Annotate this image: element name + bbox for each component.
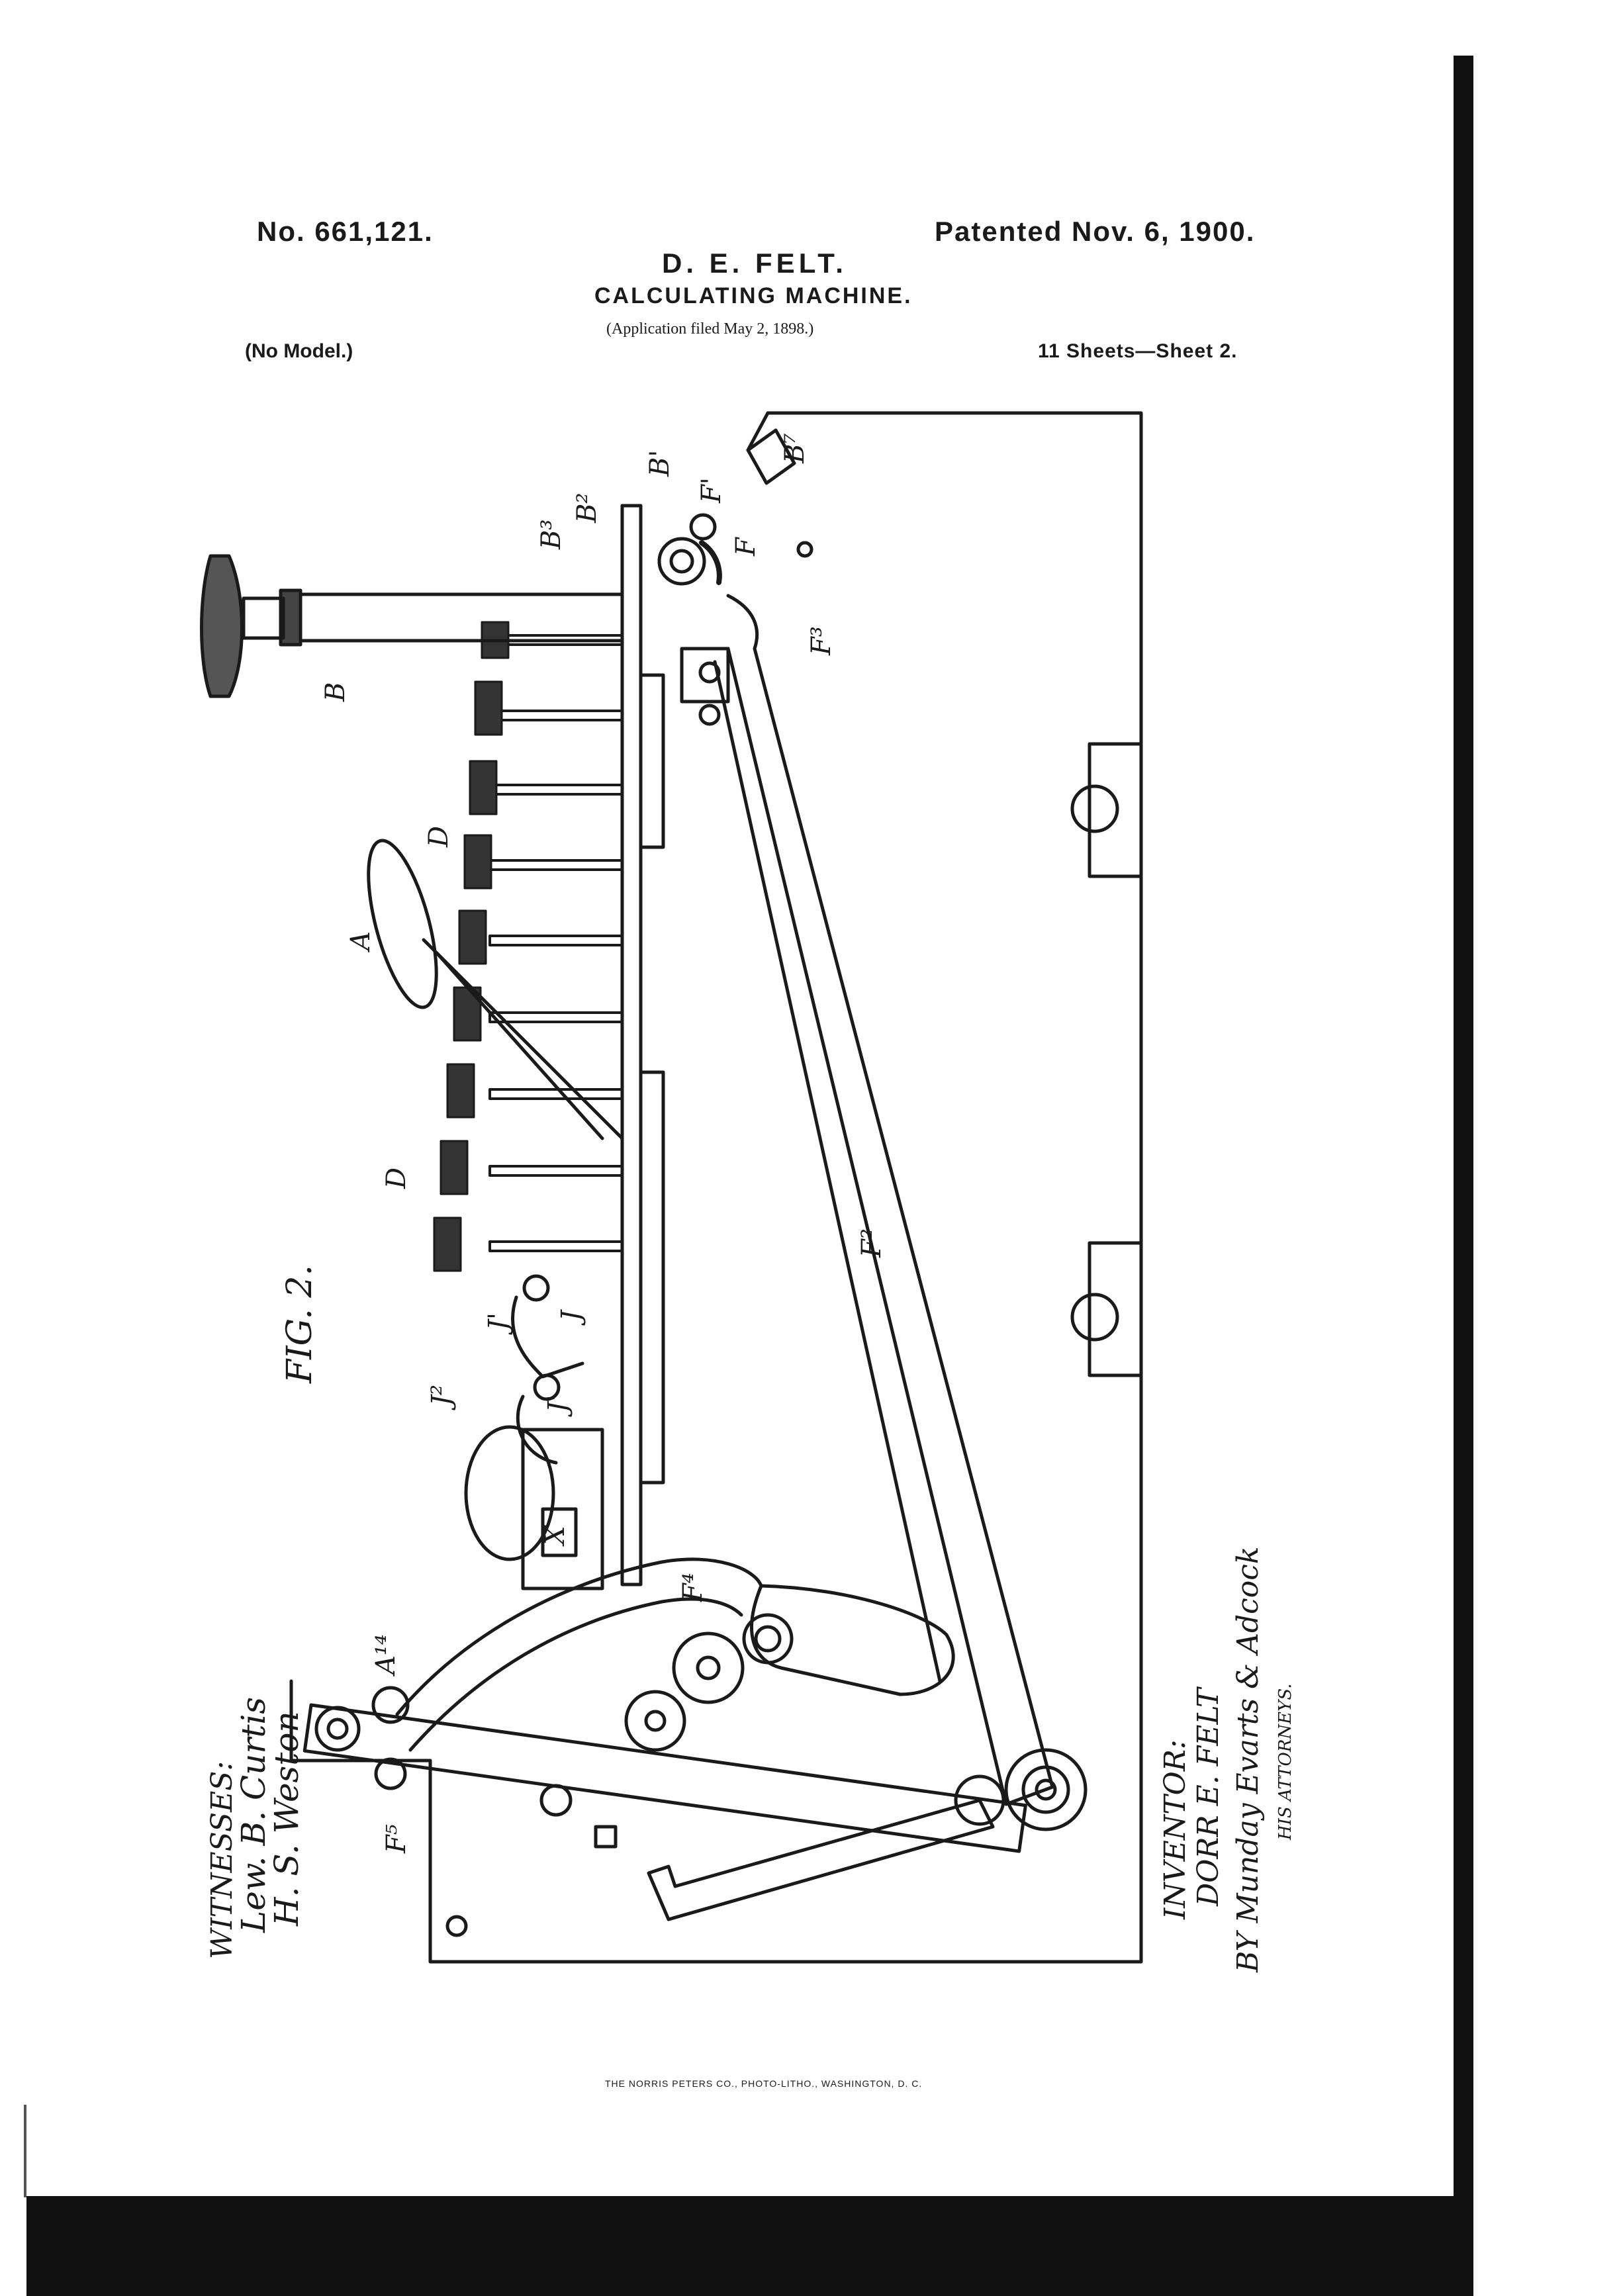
label-d-lower: D <box>381 1168 412 1189</box>
register-j-pivot <box>522 1274 550 1302</box>
label-a: A <box>346 931 376 953</box>
frame-boss-upper <box>1088 742 1143 878</box>
label-f4: F⁴ <box>678 1573 708 1602</box>
witnesses-block: WITNESSES: Lew. B. Curtis H. S. Weston <box>205 1697 306 1959</box>
register-pawl-2 <box>516 1395 558 1465</box>
printer-credit: THE NORRIS PETERS CO., PHOTO-LITHO., WAS… <box>605 2078 923 2089</box>
crank-lever <box>750 1584 955 1696</box>
key-plate-rib-1 <box>639 673 665 849</box>
gear-small <box>624 1690 686 1752</box>
label-x: X <box>540 1525 571 1547</box>
label-f1: F' <box>696 477 727 504</box>
lever-f-hub <box>657 537 706 586</box>
label-f: F <box>731 537 761 557</box>
label-j: J <box>556 1309 586 1326</box>
gear-large-hub <box>696 1655 721 1680</box>
model-note: (No Model.) <box>245 340 353 362</box>
base-frame <box>289 411 1143 1964</box>
main-pivot-mid <box>1021 1765 1070 1814</box>
crank-pivot <box>742 1613 794 1665</box>
handle-stub <box>594 1825 618 1849</box>
register-pawl <box>511 1295 584 1379</box>
frame-screw <box>445 1915 468 1937</box>
key-plate <box>620 504 643 1586</box>
screw-lower <box>698 704 721 726</box>
link-pivot-left <box>314 1706 361 1752</box>
operating-plate-a <box>367 839 438 1009</box>
lever-f1-pin <box>689 513 717 541</box>
bracket-b7-hole <box>796 541 813 558</box>
plate-link-b <box>435 951 604 1140</box>
gear-small-hub <box>644 1710 667 1732</box>
inventor-block: INVENTOR: DORR E. FELT BY Munday Evarts … <box>1158 1546 1295 1973</box>
label-b1: B' <box>645 450 675 477</box>
inventor-label: INVENTOR: <box>1158 1739 1192 1920</box>
figure-label: FIG. 2. <box>280 1265 320 1384</box>
invention-title: CALCULATING MACHINE. <box>594 283 913 308</box>
clear-knob <box>200 554 244 698</box>
link-pivot-a14 <box>371 1686 410 1724</box>
label-b7: B⁷ <box>780 434 810 464</box>
label-b3: B³ <box>536 520 567 550</box>
register-drum <box>521 1428 604 1590</box>
label-a14: A¹⁴ <box>371 1634 401 1677</box>
link-pivot-left-inner <box>326 1718 349 1740</box>
patent-number: No. 661,121. <box>257 216 434 247</box>
witness-1: Lew. B. Curtis <box>234 1697 273 1933</box>
lever-f3-block <box>680 647 730 704</box>
clear-column <box>296 592 624 643</box>
long-lever-f2-inner <box>713 660 942 1683</box>
witness-2: H. S. Weston <box>267 1711 306 1927</box>
handle-boss <box>539 1784 573 1817</box>
handle-bar <box>647 1798 995 1921</box>
operating-arm-f4 <box>408 1597 743 1752</box>
link-pivot-right <box>954 1774 1005 1826</box>
clear-knob-stem <box>242 596 285 640</box>
main-pivot-inner <box>1035 1778 1057 1801</box>
label-j1: J' <box>483 1312 514 1335</box>
register-dome <box>464 1425 555 1561</box>
inventor-name: D. E. FELT. <box>662 248 847 279</box>
main-pivot <box>1004 1748 1088 1831</box>
operating-link <box>302 1703 1027 1853</box>
application-date: (Application filed May 2, 1898.) <box>606 320 814 338</box>
key-stems <box>488 634 624 1252</box>
patent-date: Patented Nov. 6, 1900. <box>935 216 1256 247</box>
inventor-signature: DORR E. FELT <box>1191 1686 1225 1907</box>
label-j2: J² <box>426 1385 457 1410</box>
part-labels: B B³ B² B' B⁷ F' F F³ F² F⁴ F⁵ D D A A¹⁴… <box>280 434 887 1854</box>
label-b2: B² <box>572 493 602 524</box>
bracket-b7 <box>746 428 796 485</box>
label-d-upper: D <box>424 826 454 848</box>
attorney-signature: BY Munday Evarts & Adcock <box>1231 1546 1265 1973</box>
crank-pivot-inner <box>754 1625 782 1653</box>
scan-border-right <box>1454 56 1473 2296</box>
label-f3: F³ <box>806 626 837 656</box>
frame-boss-lower <box>1088 1241 1143 1377</box>
label-f2: F² <box>857 1228 887 1258</box>
attorneys-label: HIS ATTORNEYS. <box>1275 1684 1295 1841</box>
gear-large <box>672 1631 745 1704</box>
label-f5: F⁵ <box>381 1824 412 1854</box>
label-j3: J' <box>543 1395 573 1417</box>
label-b: B <box>320 682 351 702</box>
frame-boss-lower-hole <box>1070 1293 1119 1342</box>
scan-artifact-left <box>24 2105 26 2197</box>
base-frame-top-edge <box>746 411 770 452</box>
link-pivot-f5 <box>374 1757 407 1790</box>
operating-arm-f4-outer <box>395 1557 763 1716</box>
register-window <box>541 1507 578 1557</box>
lever-f-hub-inner <box>669 549 694 574</box>
scan-border-bottom <box>26 2196 1473 2296</box>
witnesses-label: WITNESSES: <box>205 1761 239 1959</box>
key-caps <box>433 621 510 1272</box>
frame-boss-upper-hole <box>1070 784 1119 833</box>
key-plate-rib-2 <box>639 1070 665 1485</box>
lever-f-arc <box>699 540 722 585</box>
sheet-number: 11 Sheets—Sheet 2. <box>1038 340 1238 362</box>
long-lever-f2 <box>726 594 1054 1806</box>
